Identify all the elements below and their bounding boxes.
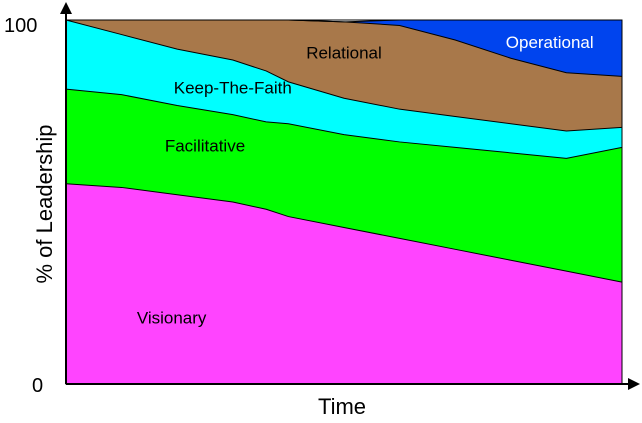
y-axis-arrowhead — [60, 2, 72, 14]
area-relational — [66, 20, 622, 132]
boundary-visionary — [65, 183, 623, 283]
area-facilitative — [66, 89, 622, 283]
x-axis-title: Time — [318, 394, 366, 419]
label-relational: Relational — [306, 43, 382, 62]
y-tick-label-min: 0 — [32, 375, 43, 397]
area-visionary — [66, 183, 622, 384]
label-visionary: Visionary — [137, 308, 207, 327]
boundary-keep-the-faith — [65, 19, 623, 132]
y-tick-label-max: 100 — [4, 15, 37, 37]
axes — [60, 2, 640, 390]
y-axis-title: % of Leadership — [32, 125, 57, 284]
area-series-group — [66, 20, 622, 384]
area-operational — [66, 20, 622, 77]
label-keep-the-faith: Keep-The-Faith — [174, 78, 292, 97]
label-facilitative: Facilitative — [165, 136, 245, 155]
boundary-facilitative — [65, 88, 623, 159]
series-labels: Visionary Facilitative Keep-The-Faith Relat… — [137, 33, 594, 328]
x-axis-arrowhead — [628, 378, 640, 390]
label-operational: Operational — [506, 33, 594, 52]
